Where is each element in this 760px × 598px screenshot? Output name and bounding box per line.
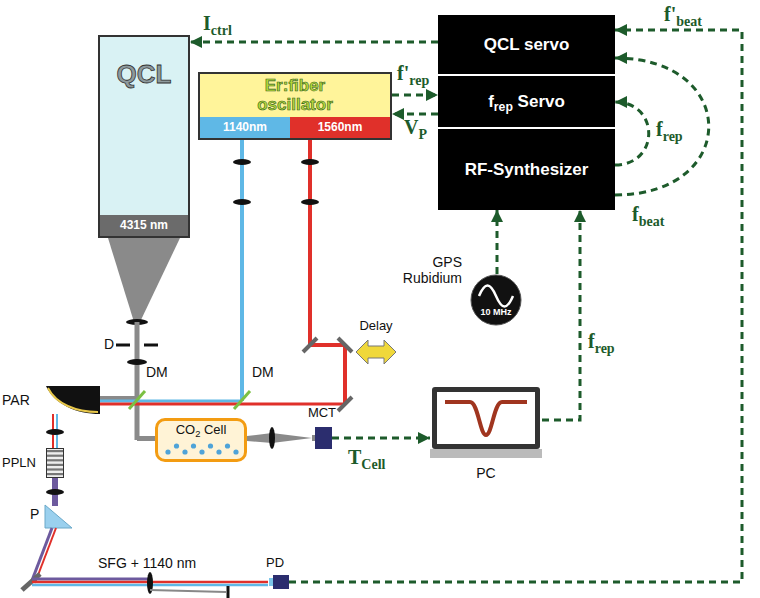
signal-name: f'beat [664,3,702,26]
signal-line [496,210,499,274]
node-label: QCL servo [438,15,615,74]
signal-name: f'rep [397,62,429,85]
node-label: PAR [2,392,44,408]
node-label: 10 MHz [470,307,522,317]
gas-cell: CO2 Cell [155,418,247,462]
node-label: PD [255,555,295,570]
node-label: Delay [352,318,400,333]
mirror-icon [46,386,100,414]
node-label: RF-Synthesizer [438,129,615,210]
parabolic-mirror: PAR [0,386,100,414]
photodiode: PD [255,553,295,597]
part-label: DM [146,364,168,380]
node-label: 1560nm [290,117,390,138]
signal-line [190,41,438,44]
servo-box: frep Servo [438,76,615,127]
servo-box: QCL servo [438,15,615,74]
part-label: DM [252,364,274,380]
node-label: frep Servo [438,76,615,127]
node-label: 1140nm [200,117,290,138]
node-label: PC [430,465,542,481]
computer: PC [430,385,542,485]
signal-line [392,113,438,116]
node-label: 4315 nm [100,215,188,236]
signal-name: frep [588,330,615,353]
node-label: GPS Rubidium [390,254,462,286]
detector: MCT [300,403,344,453]
signal-line [392,94,438,97]
clock-reference: GPS Rubidium 10 MHz [390,240,525,330]
delay-stage: Delay [352,318,400,368]
part-label: D [104,336,114,352]
synthesizer-box: RF-Synthesizer [438,129,615,210]
signal-line [332,437,430,440]
node-label: PPLN [2,455,44,470]
node-label: MCT [300,405,344,420]
signal-line [542,210,580,420]
signal-name: VP [404,116,427,139]
signal-name: fbeat [632,203,664,226]
laser-box: Er:fiber oscillator 1140nm1560nm [198,72,392,140]
part-label: SFG + 1140 nm [98,555,196,571]
clock-circle [470,274,522,326]
gas-dots [162,440,240,458]
delay-arrow [356,340,396,364]
crystal: PPLN [0,448,70,478]
node-label: QCL [100,59,188,90]
monitor-icon [430,385,542,461]
crystal-icon [46,448,64,478]
node-label: CO2 Cell [158,422,244,437]
detector-icon [312,427,332,449]
part-label: P [30,506,39,522]
signal-line [615,58,709,195]
signal-name: Ictrl [203,12,232,35]
signal-name: TCell [348,446,385,469]
signal-line [615,102,649,165]
signal-name: frep [656,118,683,141]
laser-box: QCL 4315 nm [98,35,190,238]
node-label: Er:fiber oscillator [230,76,360,114]
photodiode-icon [269,575,289,589]
